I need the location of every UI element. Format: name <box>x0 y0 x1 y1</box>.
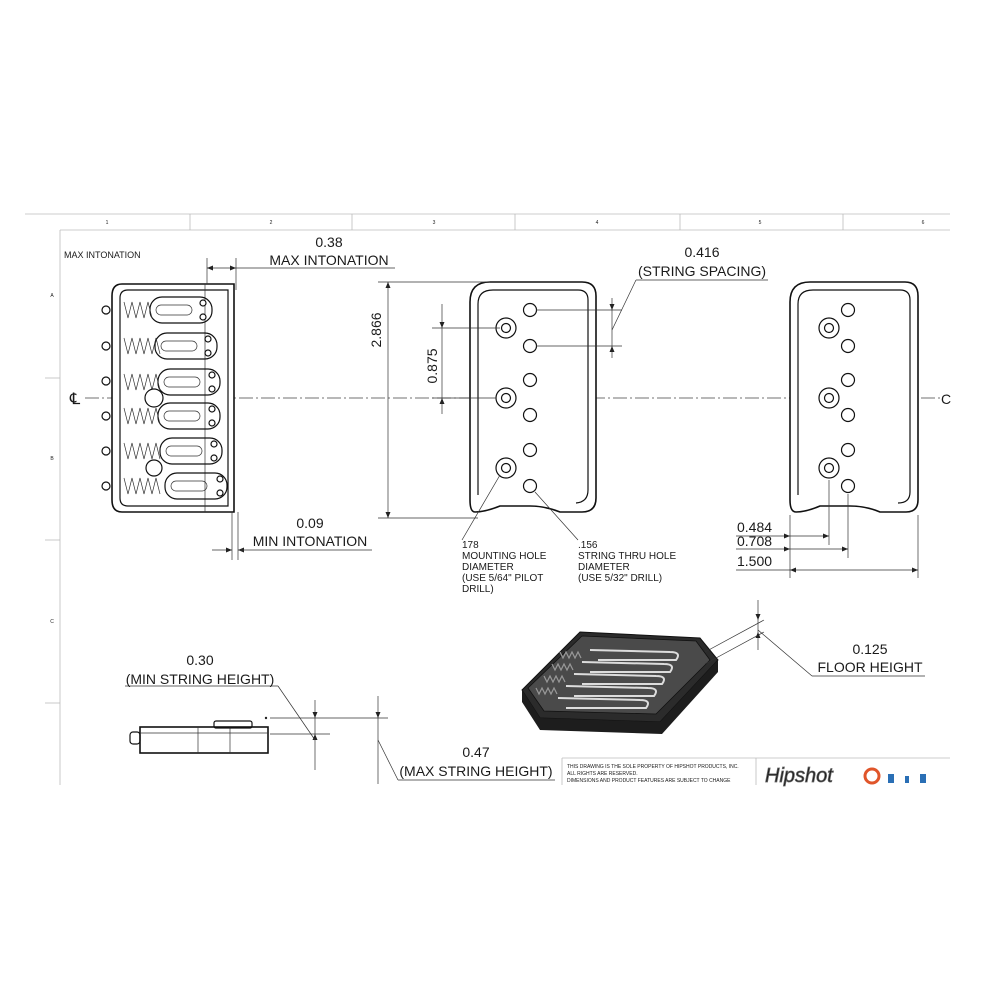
string-spacing-value: 0.416 <box>684 244 719 260</box>
saddle-row-4 <box>101 402 221 430</box>
zone-row-b: B <box>50 456 54 462</box>
string-hole-2 <box>522 338 538 354</box>
max-string-height-value: 0.47 <box>462 744 489 760</box>
saddle-row-5 <box>101 437 223 465</box>
svg-text:STRING THRU HOLE: STRING THRU HOLE <box>578 551 676 562</box>
logo-mark-icon <box>888 774 894 783</box>
min-string-height-value: 0.30 <box>186 652 213 668</box>
dim-1500-value: 1.500 <box>737 553 772 569</box>
dim-0484-value: 0.484 <box>737 519 772 535</box>
title-notice-1: THIS DRAWING IS THE SOLE PROPERTY OF HIP… <box>567 764 739 770</box>
min-intonation-value: 0.09 <box>296 515 323 531</box>
saddle-row-1 <box>101 296 213 324</box>
zone-col-2: 2 <box>270 220 273 226</box>
sheet-frame <box>25 213 950 785</box>
dim-2866-value: 2.866 <box>368 312 384 347</box>
bridge-side-view <box>129 716 269 754</box>
string-spacing-label: (STRING SPACING) <box>638 263 766 279</box>
min-intonation-label: MIN INTONATION <box>253 533 368 549</box>
max-intonation-value: 0.38 <box>315 234 342 250</box>
dim-0708-value: 0.708 <box>737 533 772 549</box>
floor-height-value: 0.125 <box>852 641 887 657</box>
svg-text:DRILL): DRILL) <box>462 584 494 595</box>
svg-text:MOUNTING HOLE: MOUNTING HOLE <box>462 551 547 562</box>
string-hole-5 <box>522 442 538 458</box>
zone-col-5: 5 <box>759 220 762 226</box>
center-mount-hole <box>144 388 164 408</box>
dim-0875-value: 0.875 <box>424 348 440 383</box>
zone-row-c: C <box>50 619 54 625</box>
bridge-isometric-view <box>521 631 719 734</box>
dim-min-intonation: 0.09 MIN INTONATION <box>212 512 372 560</box>
mounting-hole-callout: 178 MOUNTING HOLE DIAMETER (USE 5/64" PI… <box>461 474 547 595</box>
bridge-top-view-saddles <box>101 283 235 513</box>
max-string-height-label: (MAX STRING HEIGHT) <box>399 763 552 779</box>
svg-text:(USE 5/32" DRILL): (USE 5/32" DRILL) <box>578 573 662 584</box>
string-hole-6 <box>522 478 538 494</box>
title-notice-3: DIMENSIONS AND PRODUCT FEATURES ARE SUBJ… <box>567 778 731 784</box>
max-intonation-label: MAX INTONATION <box>269 252 388 268</box>
string-hole-1 <box>522 302 538 318</box>
corner-label: MAX INTONATION <box>64 250 141 260</box>
saddle-row-6 <box>101 472 228 500</box>
svg-text:178: 178 <box>462 540 479 551</box>
dim-overall-length: 2.866 <box>368 281 490 519</box>
saddle-row-2 <box>101 332 218 360</box>
dim-string-heights: 0.30 (MIN STRING HEIGHT) 0.47 (MAX STRIN… <box>125 652 555 784</box>
string-hole-4 <box>522 407 538 423</box>
saddle-row-3 <box>101 368 221 396</box>
bridge-plate-hole-view <box>469 281 597 513</box>
svg-text:.156: .156 <box>578 540 598 551</box>
zone-row-labels: A B C <box>50 293 54 625</box>
dim-string-spacing: 0.416 (STRING SPACING) <box>536 244 768 358</box>
zone-row-a: A <box>50 293 54 299</box>
bridge-plate-right-view <box>789 281 919 513</box>
svg-text:(USE 5/64" PILOT: (USE 5/64" PILOT <box>462 573 543 584</box>
zone-col-6: 6 <box>922 220 925 226</box>
centerline-symbol-right: C <box>941 391 951 407</box>
lower-mount-hole <box>145 459 163 477</box>
logo-accent-icon <box>863 767 881 785</box>
dim-floor-height: 0.125 FLOOR HEIGHT <box>704 600 925 677</box>
title-block: THIS DRAWING IS THE SOLE PROPERTY OF HIP… <box>561 757 950 787</box>
title-notice-2: ALL RIGHTS ARE RESERVED. <box>567 771 638 777</box>
zone-col-4: 4 <box>596 220 599 226</box>
floor-height-label: FLOOR HEIGHT <box>817 659 922 675</box>
string-hole-3 <box>522 372 538 388</box>
dim-hole-offsets: 0.484 0.708 1.500 <box>736 480 919 578</box>
zone-column-labels: 1 2 3 4 5 6 <box>106 220 925 226</box>
svg-text:DIAMETER: DIAMETER <box>462 562 514 573</box>
hipshot-logo-text: Hipshot <box>765 765 834 787</box>
dim-mount-spacing: 0.875 <box>424 304 500 414</box>
svg-text:DIAMETER: DIAMETER <box>578 562 630 573</box>
zone-col-1: 1 <box>106 220 109 226</box>
dim-max-intonation: 0.38 MAX INTONATION <box>206 234 395 290</box>
min-string-height-label: (MIN STRING HEIGHT) <box>126 671 275 687</box>
string-thru-hole-callout: .156 STRING THRU HOLE DIAMETER (USE 5/32… <box>534 491 676 584</box>
zone-col-3: 3 <box>433 220 436 226</box>
centerline-symbol-left: ℄ <box>69 391 81 408</box>
